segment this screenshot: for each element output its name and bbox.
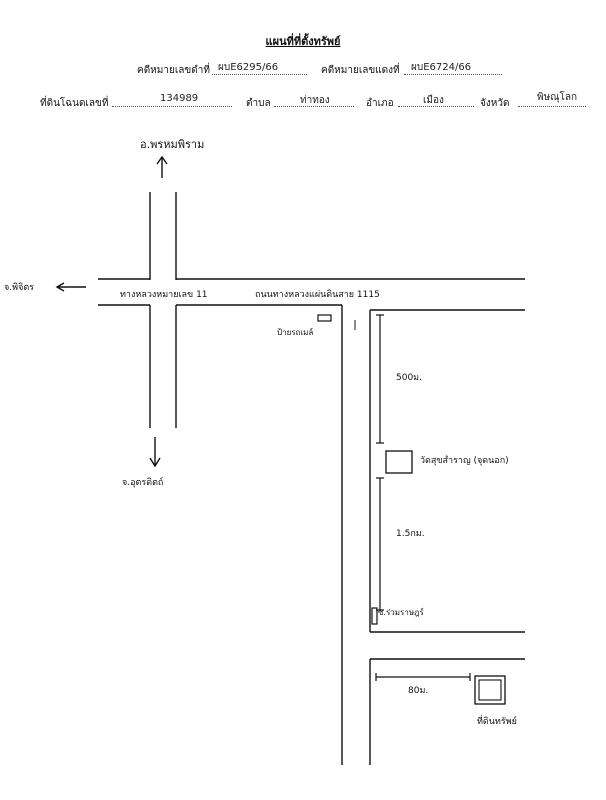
province-label: จังหวัด [480, 98, 510, 109]
south-direction-label: จ.อุตรดิตถ์ [122, 476, 163, 488]
road-label: ถนนทางหลวงแผ่นดินสาย 1115 [255, 289, 380, 300]
red-case-label: คดีหมายเลขแดงที่ [321, 65, 400, 76]
subdistrict-label: ตำบล [246, 98, 271, 109]
bus-stop-icon [317, 314, 332, 322]
district-dotline [398, 106, 474, 107]
temple-icon [385, 450, 413, 474]
province-dotline [518, 106, 586, 107]
west-direction-label: จ.พิจิตร [4, 282, 34, 293]
station-label: ป้ายรถเมล์ [277, 327, 313, 337]
junction-marker-icon [371, 607, 378, 625]
subdistrict-dotline [274, 106, 354, 107]
property-icon [474, 675, 506, 705]
property-label: ที่ดินทรัพย์ [477, 714, 517, 727]
deed-value: 134989 [160, 93, 199, 104]
district-label: อำเภอ [366, 98, 394, 109]
temple-label: วัดสุขสำราญ (จุดนอก) [420, 455, 509, 466]
north-direction-label: อ.พรหมพิราม [140, 138, 204, 151]
west-arrowhead-icon [55, 282, 65, 292]
north-arrowhead-icon [156, 155, 168, 165]
distance-label-80m: 80ม. [408, 686, 428, 696]
property-inner-outline [478, 679, 502, 701]
deed-dotline [112, 106, 232, 107]
south-arrowhead-icon [149, 457, 161, 468]
black-case-dotline [212, 74, 307, 75]
road-lines [98, 192, 525, 765]
black-case-value: ผบE6295/66 [218, 62, 279, 73]
red-case-value: ผบE6724/66 [411, 62, 472, 73]
subdistrict-value: ท่าทอง [300, 95, 330, 106]
black-case-label: คดีหมายเลขดำที่ [137, 65, 210, 76]
district-value: เมือง [423, 95, 444, 106]
distance-label-1500m: 1.5กม. [396, 529, 425, 539]
junction-label: ซ.ร่วมราษฎร์ [378, 607, 424, 617]
red-case-dotline [404, 74, 502, 75]
distance-label-500m: 500ม. [396, 373, 422, 383]
deed-label: ที่ดินโฉนดเลขที่ [40, 98, 109, 109]
province-value: พิษณุโลก [537, 92, 578, 103]
highway-label: ทางหลวงหมายเลข 11 [120, 290, 208, 300]
page-title: แผนที่ที่ตั้งทรัพย์ [265, 35, 341, 48]
